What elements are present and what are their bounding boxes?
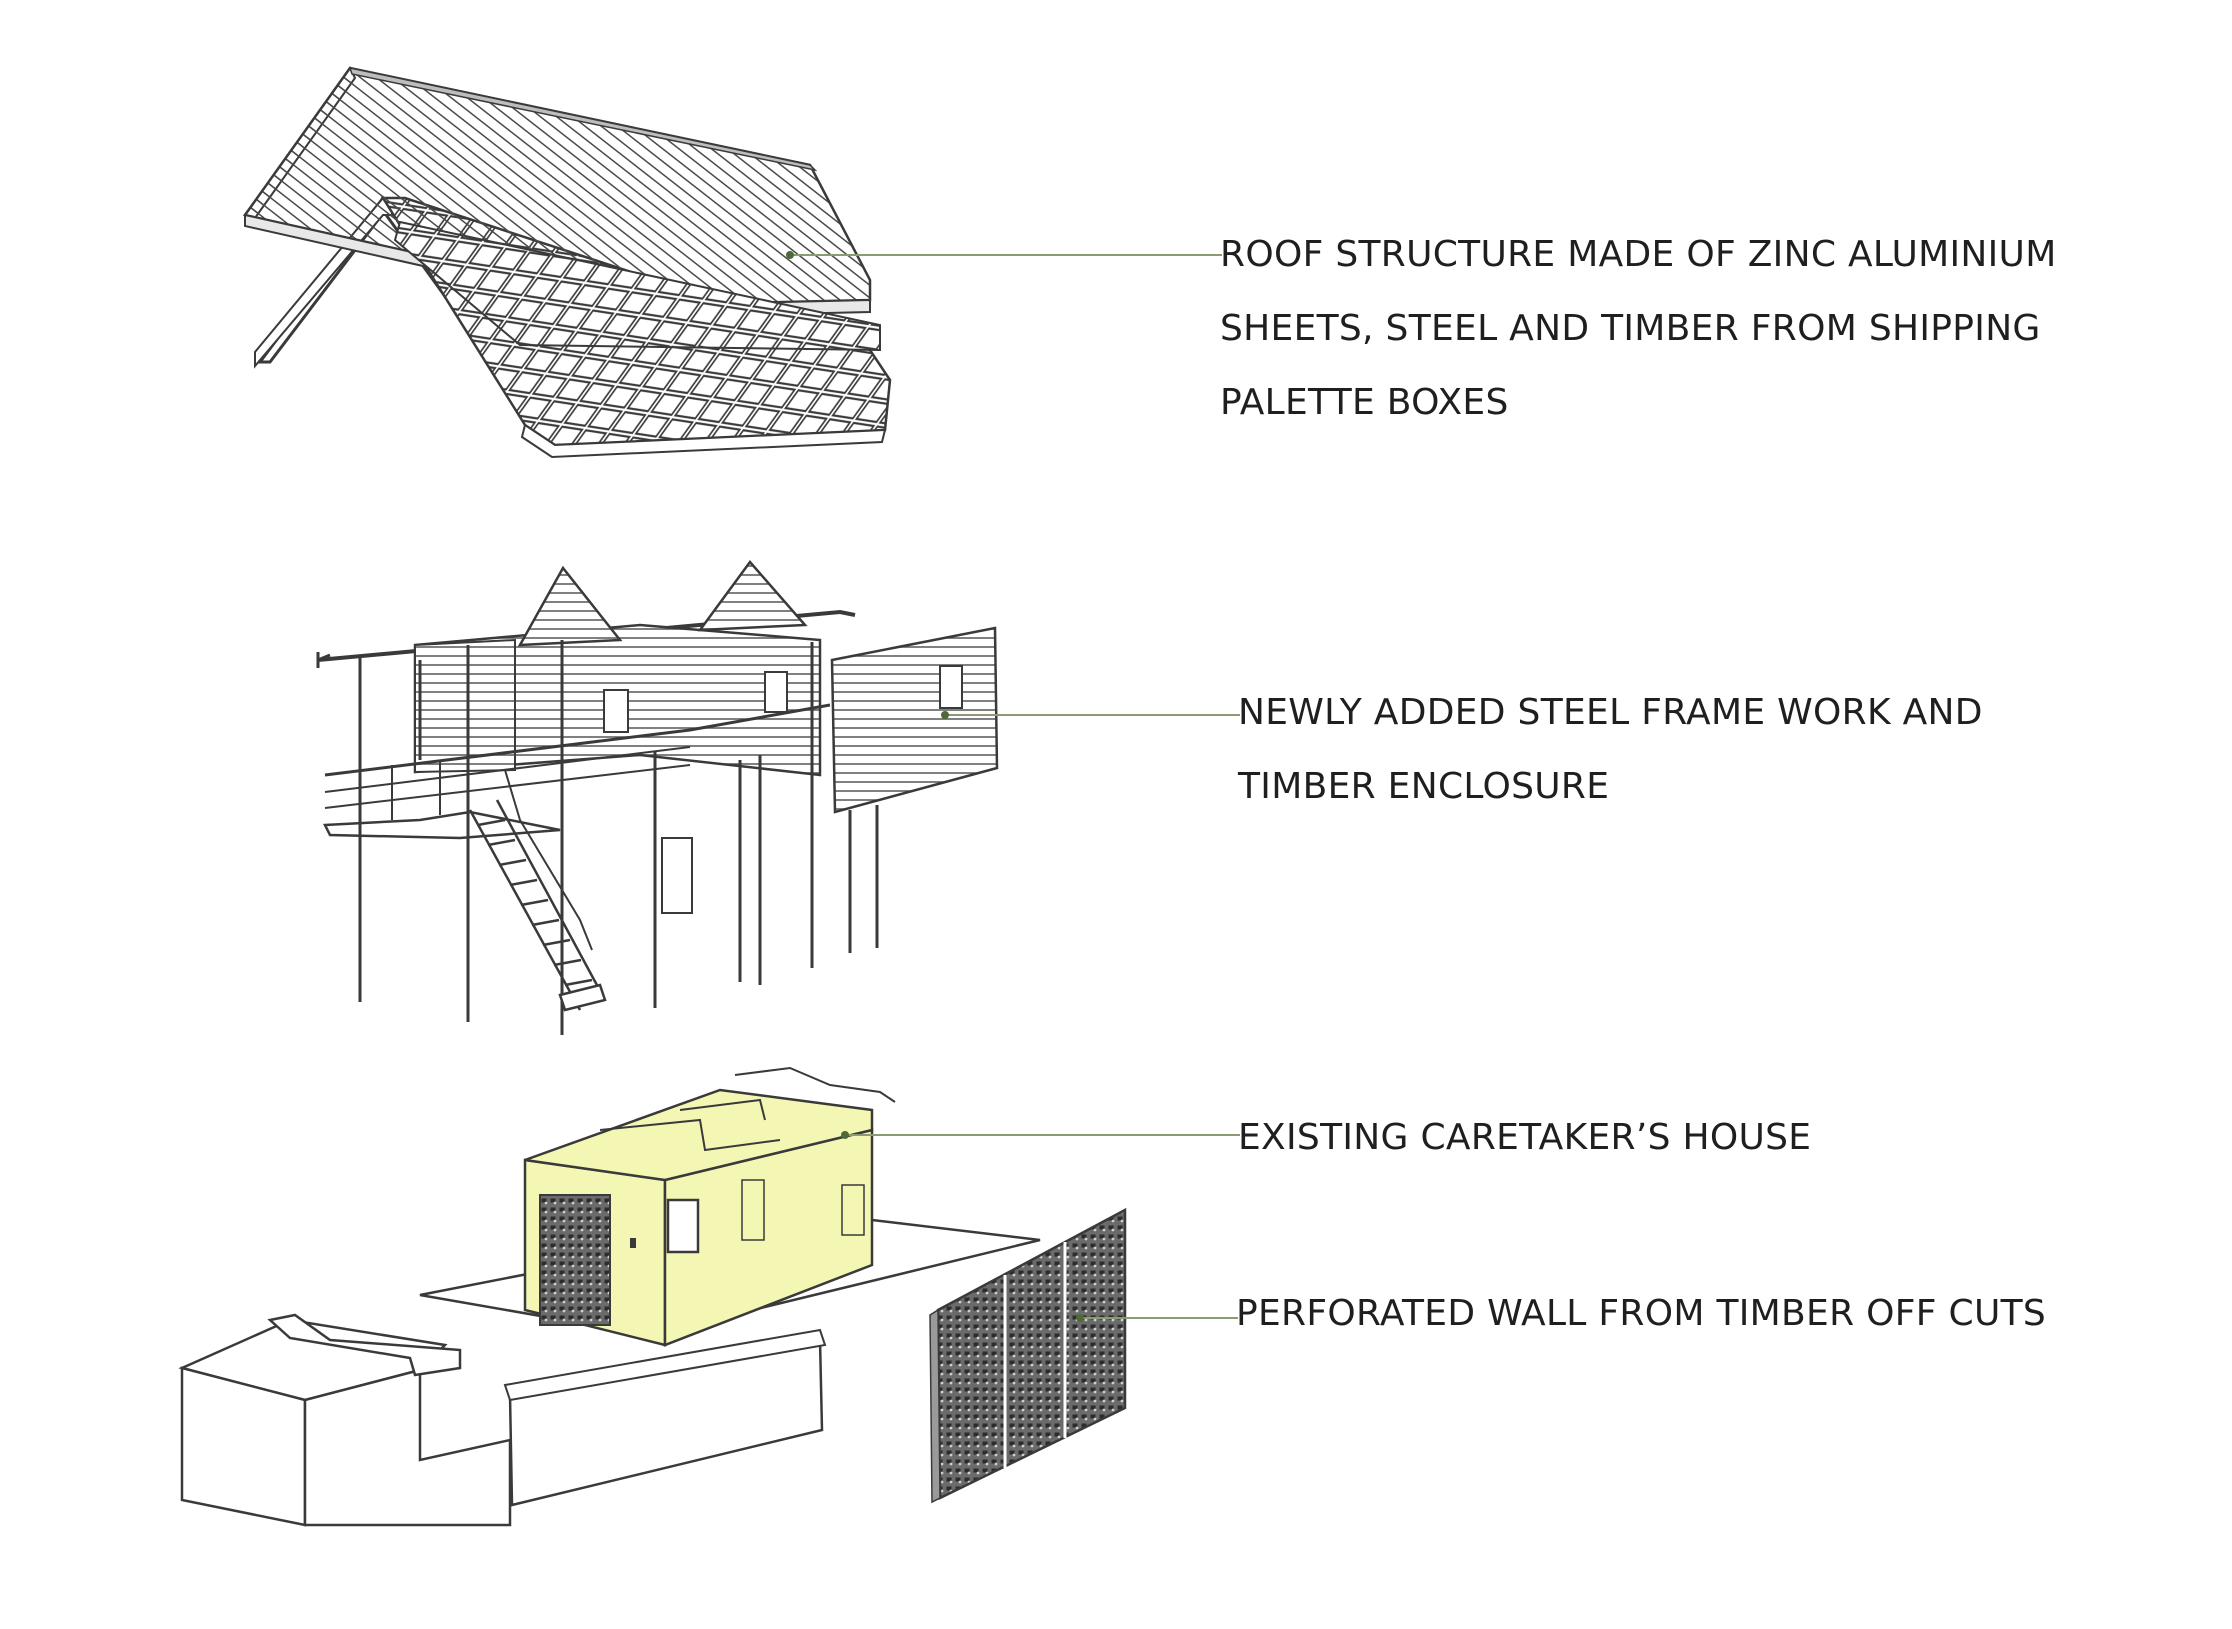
label-frame-line-1: NEWLY ADDED STEEL FRAME WORK AND bbox=[1238, 692, 1983, 733]
screen-window bbox=[939, 665, 963, 709]
roof-purlins bbox=[393, 220, 881, 352]
staircase bbox=[468, 769, 607, 1012]
lower-panel bbox=[661, 837, 693, 914]
deck-railing bbox=[324, 703, 831, 777]
label-roof-line-3: PALETTE BOXES bbox=[1220, 382, 1509, 423]
roof-grid-base bbox=[520, 423, 887, 459]
label-wall-line-1: PERFORATED WALL FROM TIMBER OFF CUTS bbox=[1236, 1293, 2047, 1334]
steel-frame-enclosure bbox=[316, 560, 999, 1035]
enclosure-window-2 bbox=[764, 671, 788, 713]
label-frame-line-2: TIMBER ENCLOSURE bbox=[1238, 766, 1610, 807]
steel-columns bbox=[358, 640, 879, 1035]
gable-right bbox=[697, 560, 808, 632]
roof-ridge bbox=[348, 66, 818, 172]
label-roof-line-2: SHEETS, STEEL AND TIMBER FROM SHIPPING bbox=[1220, 308, 2041, 349]
timber-screen-panel bbox=[830, 626, 999, 814]
leader-frame-dot bbox=[941, 711, 949, 719]
deck-platform bbox=[323, 810, 561, 840]
house-window bbox=[666, 1198, 700, 1254]
label-steel-frame: NEWLY ADDED STEEL FRAME WORK AND TIMBER … bbox=[1238, 676, 1983, 824]
boundary-block-side bbox=[303, 1368, 512, 1527]
house-roof-equipment bbox=[734, 1066, 896, 1103]
house-perforated-panel bbox=[539, 1194, 611, 1326]
boundary-wall-right-top bbox=[503, 1328, 827, 1402]
perforated-wall-edge bbox=[929, 1308, 941, 1504]
label-caretakers-house: EXISTING CARETAKER’S HOUSE bbox=[1238, 1101, 1811, 1175]
leader-lines bbox=[786, 251, 1240, 1322]
roof-structure bbox=[242, 66, 892, 459]
house-top bbox=[524, 1088, 874, 1182]
existing-house-site bbox=[178, 1066, 1127, 1527]
leader-roof-dot bbox=[786, 251, 794, 259]
label-perforated-wall: PERFORATED WALL FROM TIMBER OFF CUTS bbox=[1236, 1277, 2046, 1351]
leader-wall-dot bbox=[1076, 1314, 1084, 1322]
label-roof-structure: ROOF STRUCTURE MADE OF ZINC ALUMINIUM SH… bbox=[1220, 218, 2057, 440]
enclosure-window-1 bbox=[603, 689, 629, 733]
label-roof-line-1: ROOF STRUCTURE MADE OF ZINC ALUMINIUM bbox=[1220, 234, 2057, 275]
enclosure-side bbox=[414, 638, 516, 774]
boundary-wall-cap bbox=[267, 1313, 462, 1377]
leader-house-dot bbox=[841, 1131, 849, 1139]
label-house-line-1: EXISTING CARETAKER’S HOUSE bbox=[1238, 1117, 1812, 1158]
gable-left bbox=[517, 565, 623, 647]
